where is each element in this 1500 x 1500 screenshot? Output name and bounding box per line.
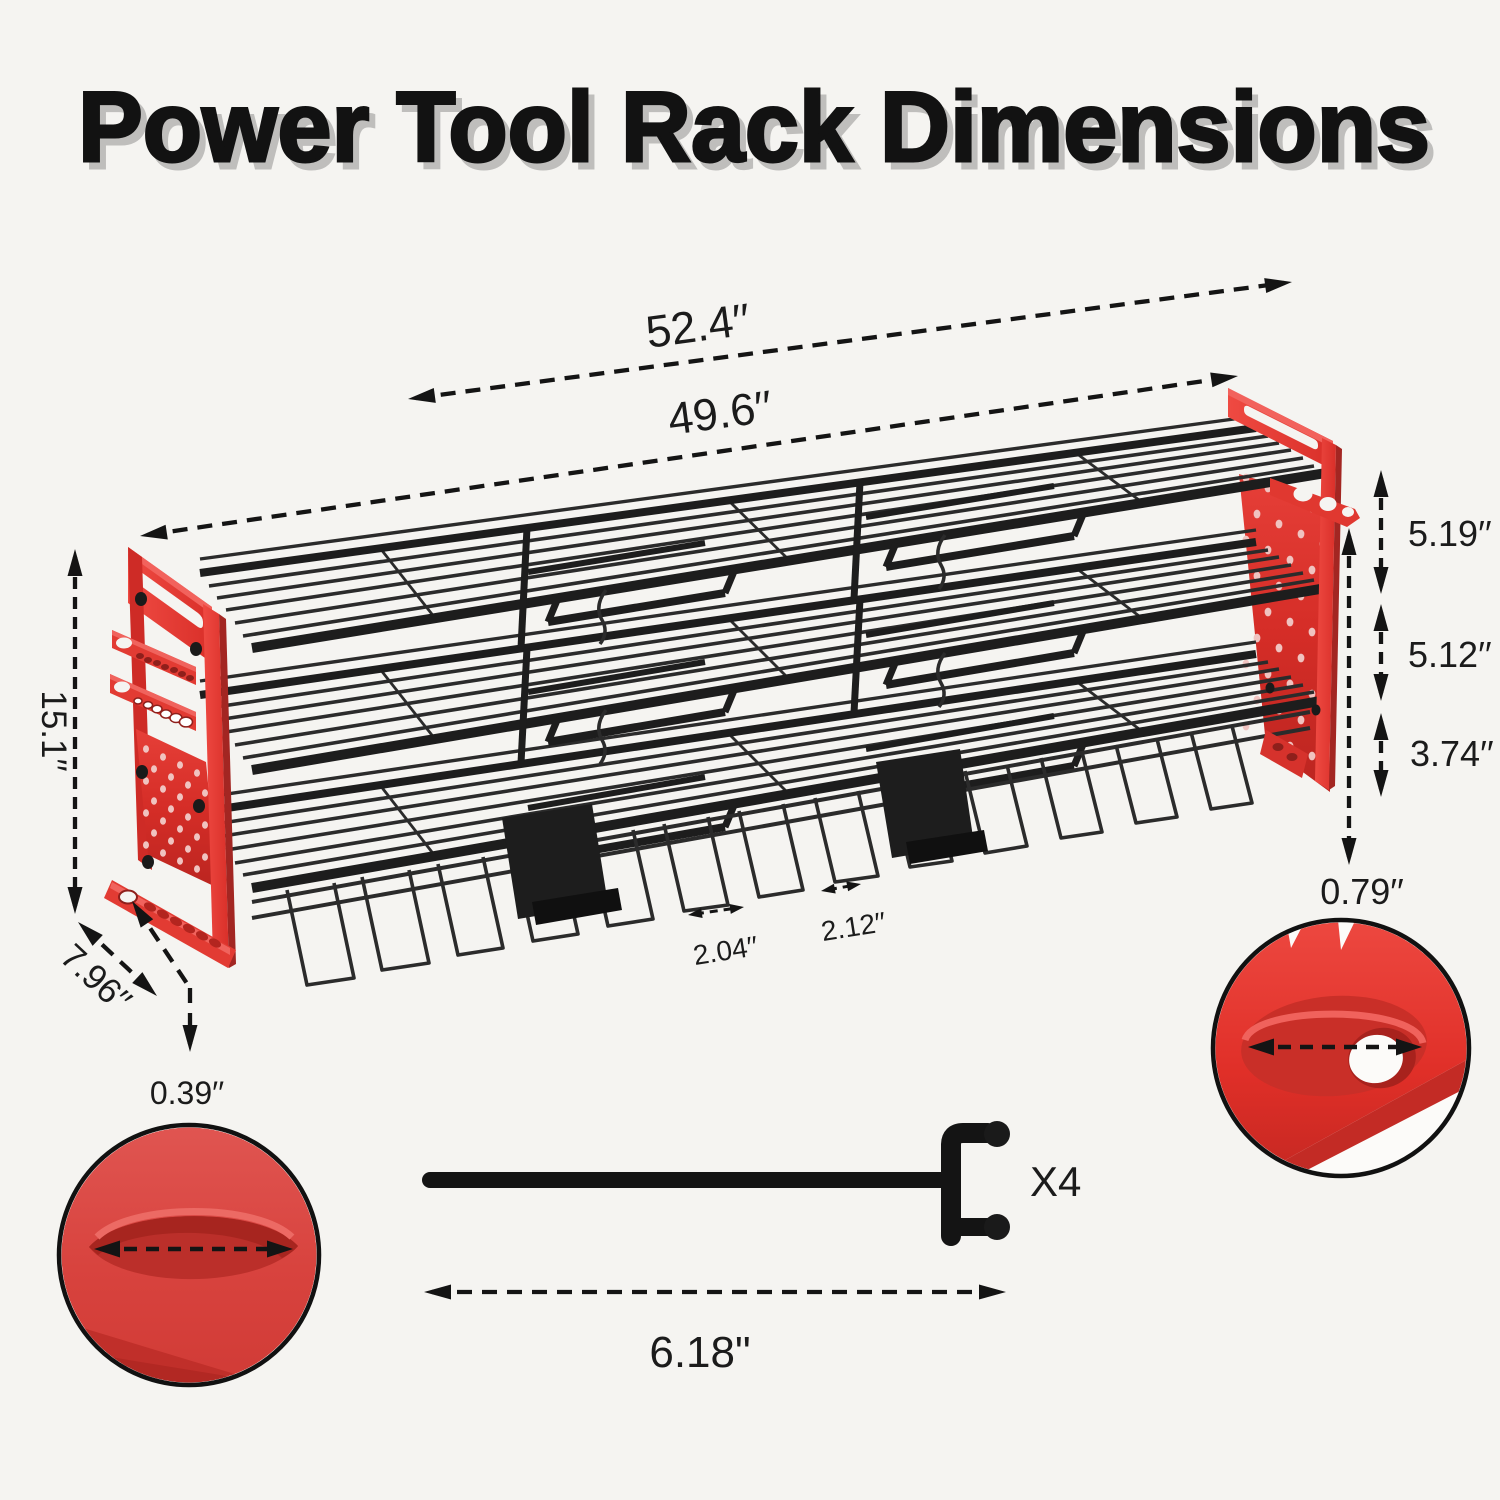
svg-text:5.12′′: 5.12′′ xyxy=(1408,634,1492,675)
svg-text:Power Tool Rack Dimensions: Power Tool Rack Dimensions xyxy=(84,78,1436,189)
svg-text:X4: X4 xyxy=(1030,1158,1081,1205)
svg-text:6.18": 6.18" xyxy=(649,1328,750,1377)
svg-text:Power Tool Rack Dimensions: Power Tool Rack Dimensions xyxy=(78,71,1430,182)
svg-text:5.19′′: 5.19′′ xyxy=(1408,513,1492,554)
svg-text:0.39′′: 0.39′′ xyxy=(150,1075,224,1111)
svg-text:15.1′′: 15.1′′ xyxy=(34,690,73,771)
svg-text:3.74′′: 3.74′′ xyxy=(1410,733,1494,774)
svg-text:0.79′′: 0.79′′ xyxy=(1320,871,1404,912)
